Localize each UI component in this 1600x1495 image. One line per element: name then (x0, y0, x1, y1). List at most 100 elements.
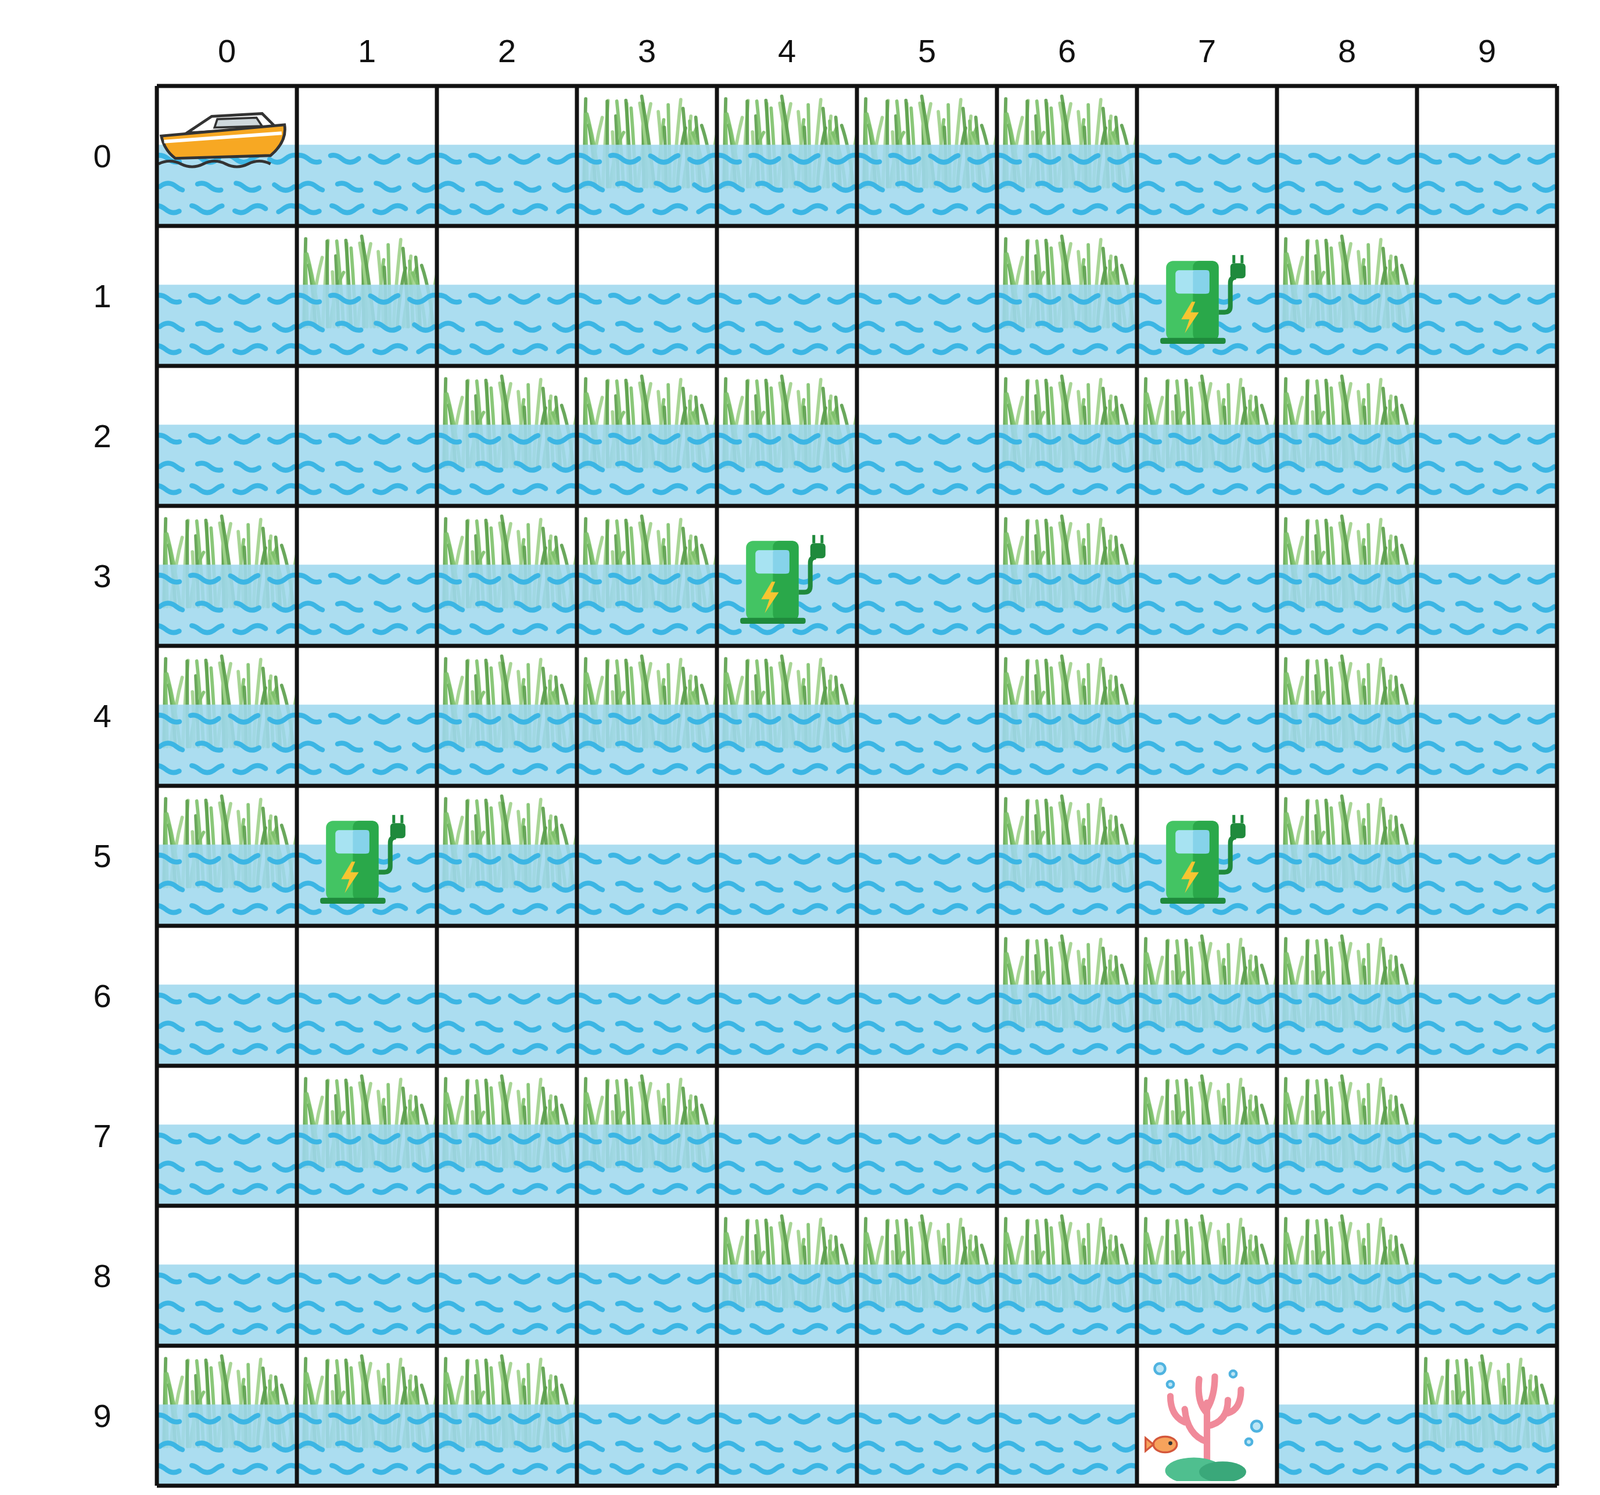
water-icon (568, 284, 723, 367)
grid-cell (1268, 366, 1423, 507)
grid-cell (1408, 786, 1563, 927)
row-number: 4 (92, 700, 111, 733)
water-icon (988, 984, 1143, 1067)
column-number: 0 (217, 34, 236, 68)
grid-cell (288, 1206, 443, 1347)
water-icon (148, 1124, 303, 1207)
grid-cell (148, 926, 303, 1067)
grid-cell (568, 786, 723, 927)
grid-cell (848, 225, 1003, 367)
column-number: 3 (637, 34, 656, 68)
grid-cell (848, 85, 1003, 226)
row-number: 2 (92, 420, 111, 453)
grid-cell (1136, 1346, 1277, 1487)
water-icon (1408, 564, 1563, 647)
grid-line (156, 1344, 1558, 1349)
charging-station-icon (740, 535, 826, 624)
water-icon (148, 844, 303, 927)
water-icon (288, 284, 443, 367)
grid-cell (988, 366, 1143, 507)
row-number: 3 (92, 560, 111, 593)
water-icon (848, 704, 1003, 787)
grid-cell (1268, 225, 1423, 367)
column-number: 2 (497, 34, 516, 68)
coral-icon (1145, 1364, 1262, 1485)
grid-cell (568, 1206, 723, 1347)
water-icon (1128, 564, 1283, 647)
grid-line (156, 1064, 1558, 1069)
grid-cell (988, 646, 1143, 787)
grid-cell (708, 225, 863, 367)
water-icon (148, 1404, 303, 1487)
water-icon (288, 144, 443, 226)
grid-cell (288, 1346, 443, 1487)
water-icon (1268, 564, 1423, 647)
grid-line (156, 1204, 1558, 1209)
water-icon (708, 424, 863, 507)
water-icon (848, 984, 1003, 1067)
grid-cell (568, 225, 723, 367)
grid-cell (1268, 1206, 1423, 1347)
grid-line (1555, 85, 1560, 1487)
water-icon (1128, 704, 1283, 787)
grid-cell (428, 366, 583, 507)
grid-cell (428, 85, 583, 226)
column-number: 1 (357, 34, 376, 68)
water-icon (1408, 844, 1563, 927)
grid-cell (848, 1346, 1003, 1487)
grid-cell (1408, 1346, 1563, 1487)
column-number: 7 (1197, 34, 1216, 68)
water-icon (148, 1264, 303, 1347)
grid-cell (1268, 926, 1423, 1067)
grid-cell (848, 646, 1003, 787)
water-icon (288, 1124, 443, 1207)
grid-line (995, 85, 1000, 1487)
grid-cell (848, 1066, 1003, 1207)
grid-cell (708, 1066, 863, 1207)
water-icon (428, 144, 583, 226)
grid-cell (148, 1066, 303, 1207)
water-icon (568, 844, 723, 927)
row-number: 7 (92, 1120, 111, 1153)
row-number: 6 (92, 980, 111, 1013)
grid-cell (708, 366, 863, 507)
water-icon (1408, 424, 1563, 507)
water-icon (568, 984, 723, 1067)
grid-cell (288, 225, 443, 367)
column-number: 9 (1477, 34, 1497, 68)
cell-ground (1136, 1346, 1277, 1487)
water-icon (568, 1404, 723, 1487)
water-icon (288, 424, 443, 507)
grid-cell (428, 786, 583, 927)
water-icon (848, 844, 1003, 927)
grid-cell (1268, 646, 1423, 787)
water-icon (1408, 984, 1563, 1067)
grid-cell (288, 786, 443, 927)
charging-station-icon (1160, 255, 1246, 344)
row-number: 1 (92, 280, 111, 313)
water-icon (848, 284, 1003, 367)
grid-cell (1268, 506, 1423, 647)
grid-cell (1128, 926, 1283, 1067)
grid-cell (428, 225, 583, 367)
water-icon (988, 144, 1143, 226)
water-icon (1268, 984, 1423, 1067)
water-icon (568, 1264, 723, 1347)
water-icon (1128, 144, 1283, 226)
water-icon (848, 144, 1003, 226)
grid-cell (288, 85, 443, 226)
water-icon (428, 844, 583, 927)
water-icon (1268, 424, 1423, 507)
water-icon (1408, 144, 1563, 226)
grid-cell (1408, 85, 1563, 226)
boat-icon (158, 113, 286, 167)
grid-cell (1408, 646, 1563, 787)
column-number: 4 (777, 34, 796, 68)
column-number: 5 (917, 34, 936, 68)
water-icon (568, 424, 723, 507)
grid-cell (1128, 786, 1283, 927)
water-icon (1268, 1404, 1423, 1487)
water-icon (568, 144, 723, 226)
grid-cell (1128, 1206, 1283, 1347)
grid-cell (148, 786, 303, 927)
